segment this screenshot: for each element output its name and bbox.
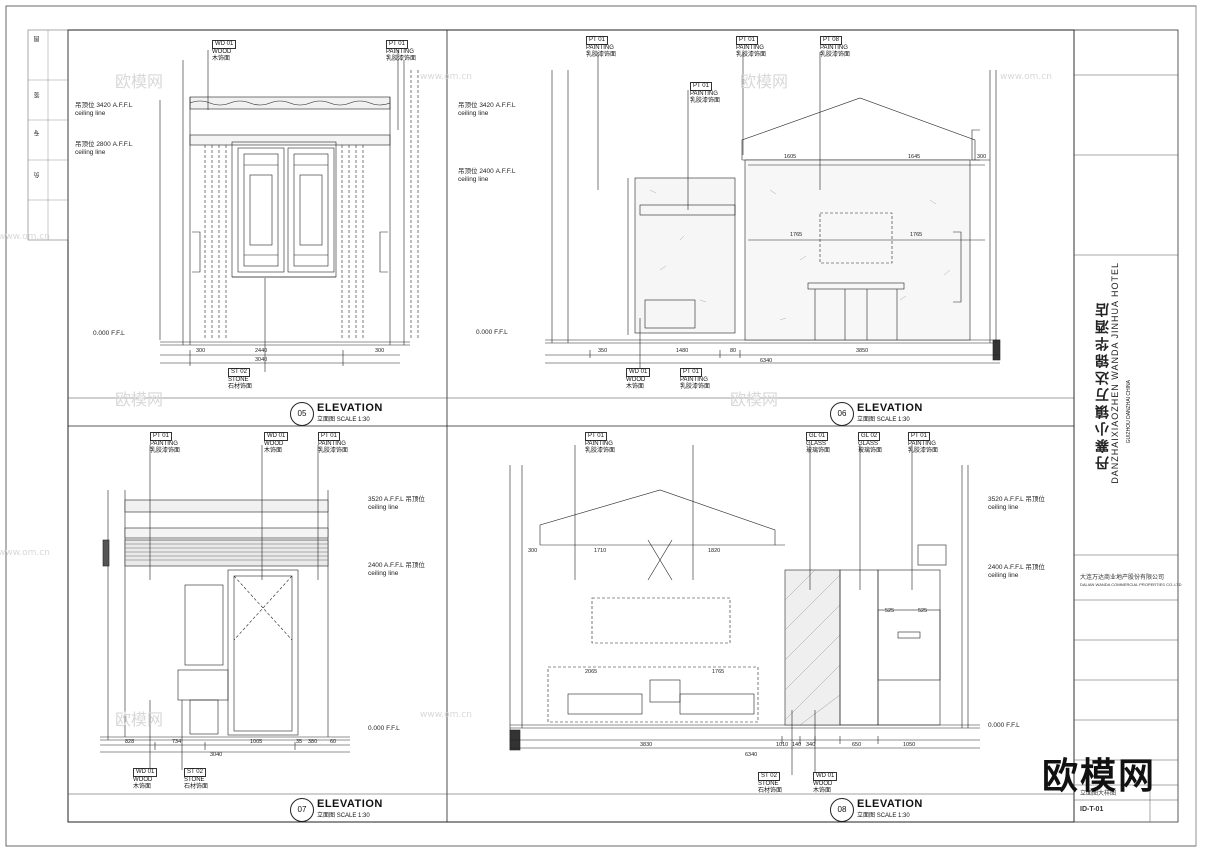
view-title-08: 08 ELEVATION 立面图 SCALE 1:30 — [830, 798, 950, 822]
dimension: 1765 — [712, 669, 725, 675]
watermark: www.om.cn — [0, 548, 50, 558]
dimension: 3040 — [210, 752, 223, 758]
dimension: 1820 — [708, 548, 721, 554]
project-subtitle-en: GUIZHOU DANZHAI CHINA — [1126, 380, 1132, 444]
dimension: 3850 — [856, 348, 869, 354]
dimension: 1765 — [910, 232, 923, 238]
dimension: 650 — [852, 742, 862, 748]
watermark: www.om.cn — [420, 710, 472, 720]
dimension: 350 — [598, 348, 608, 354]
dimension: 380 — [308, 739, 318, 745]
level-marker: 0.000 F.F.L — [988, 722, 1020, 729]
dimension: 6340 — [760, 358, 773, 364]
view-05-linework — [159, 50, 419, 372]
dimension: 2440 — [255, 348, 268, 354]
dimension: 1480 — [676, 348, 689, 354]
dimension: 1645 — [908, 154, 921, 160]
dimension: 80 — [730, 348, 737, 354]
signature-column-label: 专 — [35, 130, 41, 136]
watermark: 欧模网 — [115, 390, 164, 409]
watermark: 欧模网 — [730, 390, 779, 409]
view-07-linework — [100, 445, 350, 770]
dimension: 1010 — [776, 742, 789, 748]
brand-logo: 欧模网 — [1041, 756, 1156, 797]
level-marker: 0.000 F.F.L — [93, 330, 125, 337]
dimension: 1605 — [784, 154, 797, 160]
dimension: 340 — [806, 742, 816, 748]
dimension: 300 — [528, 548, 538, 554]
dimension: 3040 — [255, 357, 268, 363]
dimension: 525 — [918, 608, 928, 614]
dimension: 6340 — [745, 752, 758, 758]
watermark: 欧模网 — [115, 710, 164, 729]
signature-column-label: 图 — [35, 36, 41, 42]
dimension: 35 — [296, 739, 303, 745]
project-title-en: DANZHAIXIAOZHEN WANDA JINHUA HOTEL — [1110, 262, 1120, 484]
view-title-07: 07 ELEVATION 立面图 SCALE 1:30 — [290, 798, 410, 822]
watermark: 欧模网 — [115, 72, 164, 91]
drawing-name: 立面图大样图 — [1080, 791, 1117, 797]
dimension: 1050 — [903, 742, 916, 748]
dimension: 300 — [196, 348, 206, 354]
view-06-linework — [545, 52, 1001, 375]
dimension: 525 — [885, 608, 895, 614]
dimension: 140 — [792, 742, 802, 748]
watermark: www.om.cn — [0, 232, 50, 242]
owner-name: 大连万达商业地产股份有限公司 — [1080, 575, 1165, 581]
drawing-number: ID-T-01 — [1080, 806, 1104, 813]
dimension: 300 — [977, 154, 987, 160]
level-marker: 0.000 F.F.L — [368, 725, 400, 732]
dimension: 1710 — [594, 548, 607, 554]
signature-column-label: 签 — [35, 92, 41, 98]
signature-column-label: 负 — [35, 172, 41, 178]
dimension: 1765 — [790, 232, 803, 238]
level-marker: 0.000 F.F.L — [476, 329, 508, 336]
watermark: www.om.cn — [420, 72, 472, 82]
dimension: 828 — [125, 739, 135, 745]
dimension: 60 — [330, 739, 337, 745]
view-title-05: 05 ELEVATION 立面图 SCALE 1:30 — [290, 402, 410, 426]
view-title-06: 06 ELEVATION 立面图 SCALE 1:30 — [830, 402, 950, 426]
watermark: www.om.cn — [1000, 72, 1052, 82]
dimension: 734 — [172, 739, 182, 745]
dimension: 1005 — [250, 739, 263, 745]
watermark: 欧模网 — [740, 72, 789, 91]
project-title-cn: 丹寨小镇万达锦华酒店 — [1094, 300, 1110, 470]
dimension: 300 — [375, 348, 385, 354]
dimension: 3830 — [640, 742, 653, 748]
owner-name-en: DALIAN WANDA COMMERCIAL PROPERTIES CO.,L… — [1080, 582, 1182, 587]
view-08-linework — [509, 445, 980, 775]
dimension: 2065 — [585, 669, 598, 675]
